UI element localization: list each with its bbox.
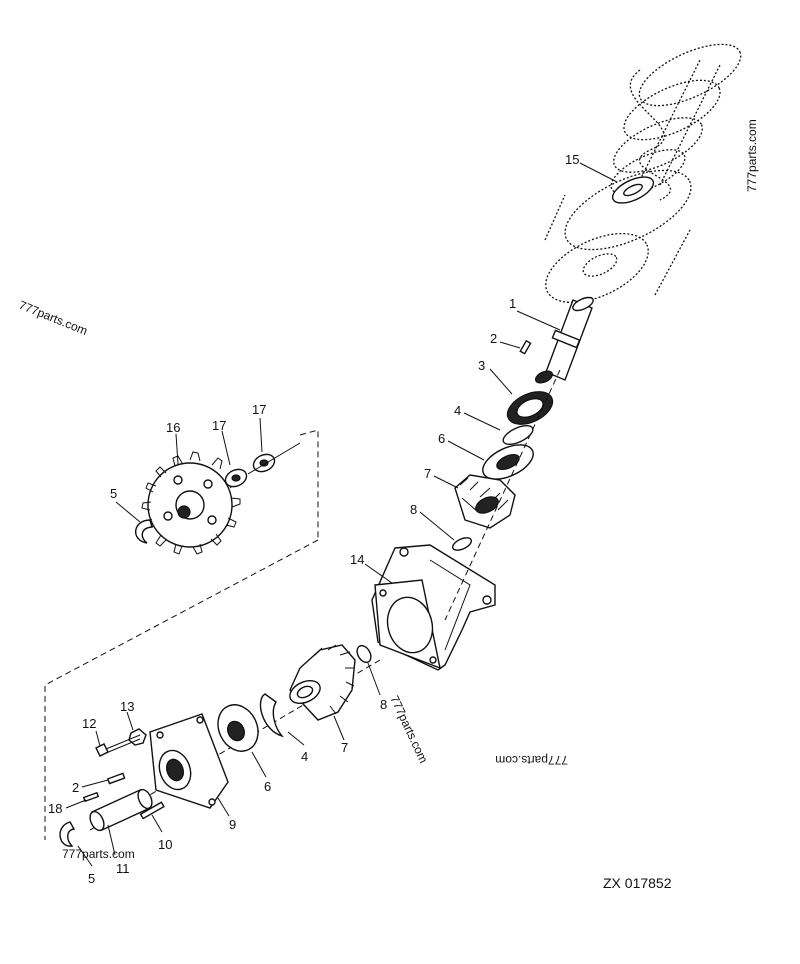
callout-7-lower: 7 — [341, 740, 348, 755]
bracket-left — [44, 539, 319, 840]
housing-14 — [371, 544, 496, 671]
sprocket-axis — [247, 442, 301, 475]
shaft-11 — [89, 788, 153, 832]
callout-4-lower: 4 — [301, 749, 308, 764]
bevel-gear-7-lower — [289, 644, 356, 721]
washer-15 — [611, 176, 655, 204]
callout-5-lower: 5 — [88, 871, 95, 886]
callout-4-upper: 4 — [454, 403, 461, 418]
watermarks: 777parts.com 777parts.com 777parts.com 7… — [17, 119, 759, 861]
washer-8-lower — [356, 644, 372, 664]
bearing-3 — [506, 391, 554, 425]
axis-line-upper — [444, 369, 561, 621]
callout-15: 15 — [565, 152, 579, 167]
washer-8-upper — [451, 537, 473, 551]
callout-8-upper: 8 — [410, 502, 417, 517]
callout-14: 14 — [350, 552, 364, 567]
flange-housing-9 — [149, 713, 229, 809]
snap-ring-5-lower — [59, 821, 76, 847]
watermark-center: 777parts.com — [387, 693, 430, 765]
shaft-1 — [534, 296, 594, 384]
washer-17-a — [224, 468, 248, 488]
callout-13: 13 — [120, 699, 134, 714]
bracket-right — [299, 429, 319, 540]
bevel-gear-7-upper — [454, 474, 516, 529]
pin-18 — [82, 791, 100, 803]
callout-2-upper: 2 — [490, 331, 497, 346]
washer-17-b — [252, 453, 276, 473]
key-2-lower — [106, 772, 126, 785]
drum-ghost — [544, 169, 692, 304]
callout-17-a: 17 — [212, 418, 226, 433]
leader-lines — [65, 162, 618, 867]
callout-18: 18 — [48, 801, 62, 816]
callout-labels: 1 2 3 4 6 7 8 14 15 16 17 17 5 13 12 2 1… — [48, 152, 579, 886]
auger-ghost — [610, 43, 742, 201]
callout-17-b: 17 — [252, 402, 266, 417]
bearing-6-upper — [482, 444, 534, 480]
callout-7-upper: 7 — [424, 466, 431, 481]
callout-5-upper: 5 — [110, 486, 117, 501]
callout-11: 11 — [116, 861, 130, 876]
bearing-6-lower — [217, 704, 259, 752]
snap-ring-4-upper — [502, 425, 534, 445]
watermark-top-right: 777parts.com — [745, 119, 759, 192]
callout-16: 16 — [166, 420, 180, 435]
callout-8-lower: 8 — [380, 697, 387, 712]
callout-10: 10 — [158, 837, 172, 852]
callout-1: 1 — [509, 296, 516, 311]
callout-2-lower: 2 — [72, 780, 79, 795]
callout-3: 3 — [478, 358, 485, 373]
callout-6-upper: 6 — [438, 431, 445, 446]
callout-9: 9 — [229, 817, 236, 832]
sprocket-16 — [141, 451, 241, 555]
callout-6-lower: 6 — [264, 779, 271, 794]
watermark-left: 777parts.com — [17, 298, 90, 338]
snap-ring-4-lower — [259, 693, 285, 738]
watermark-mirrored: 777parts.com — [495, 753, 568, 767]
watermark-bottom-left: 777parts.com — [62, 847, 135, 861]
callout-12: 12 — [82, 716, 96, 731]
key-2-upper — [519, 339, 532, 355]
bolt-12 — [95, 734, 141, 757]
snap-ring-5-upper — [135, 519, 153, 544]
roll-pin-10 — [139, 801, 165, 820]
drawing-code: ZX 017852 — [603, 875, 672, 891]
